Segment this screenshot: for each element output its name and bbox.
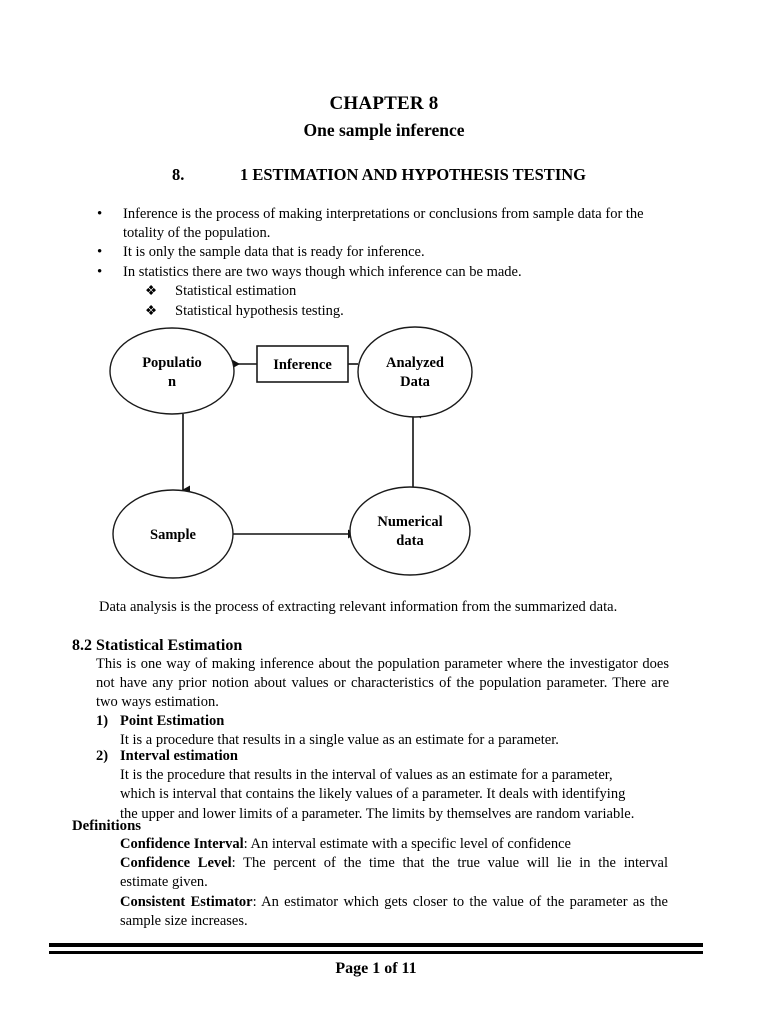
section-number: 8. [172,165,185,184]
ordered-item-number: 2) [96,748,109,764]
paragraph-line: There are two ways estimation. [96,675,670,711]
definition-text-continued: sample size increases. [120,912,248,929]
ordered-item-label: 2) Interval estimation [96,747,669,766]
paragraph-line: It is the procedure that results in the … [120,767,613,784]
node-numerical-data [349,486,471,576]
definition-consistent-estimator: Consistent Estimator: An estimator which… [120,893,668,931]
section-title: 1 ESTIMATION AND HYPOTHESIS TESTING [240,165,586,184]
section-heading: 8. 1 ESTIMATION AND HYPOTHESIS TESTING [172,164,732,186]
definition-confidence-level: Confidence Level: The percent of the tim… [120,854,668,892]
definition-term: Confidence Level [120,855,232,872]
definition-term: Confidence Interval [120,836,244,852]
definition-term: Consistent Estimator [120,893,253,910]
ordered-item-body: It is the procedure that results in the … [96,766,669,824]
node-sample [112,489,234,579]
list-item-text: Inference is the process of making inter… [123,206,644,241]
definition-separator: : [252,893,262,910]
intro-bullet-list: • Inference is the process of making int… [95,205,675,321]
list-item: • It is only the sample data that is rea… [95,243,675,262]
bullet-dot-icon: • [97,263,103,280]
node-population-label-line1: Populatio [142,355,202,371]
sub-list-item: ❖ Statistical estimation [137,282,675,302]
list-item: • Inference is the process of making int… [95,205,675,242]
paragraph-line: This is one way of making inference abou… [96,656,638,672]
definition-separator: : [243,836,251,852]
definitions-heading: Definitions [72,818,142,834]
node-analyzed-data [357,326,473,418]
node-analyzed-data-label-line2: Data [400,374,431,390]
sub-list-item-text: Statistical hypothesis testing. [175,302,344,319]
ordered-item-label: 1) Point Estimation [96,712,669,731]
ordered-item-title: Point Estimation [120,713,225,729]
list-item: • In statistics there are two ways thoug… [95,263,675,282]
node-analyzed-data-label-line1: Analyzed [386,355,444,371]
ordered-item-point-estimation: 1) Point Estimation It is a procedure tha… [96,712,669,750]
paragraph-line: does not have any prior notion about val… [96,656,670,692]
ordered-item-number: 1) [96,713,109,729]
footer-rule-top [49,943,703,947]
subsection-heading: 8.2 Statistical Estimation [72,637,243,654]
paragraph-line: which is interval that contains the like… [120,786,626,803]
definition-text: An interval estimate with a specific lev… [250,836,571,852]
floral-diamond-icon: ❖ [145,283,158,299]
footer-rule-bottom [49,951,703,954]
footer-page-number: Page 1 of 11 [335,960,417,977]
ordered-item-body: It is a procedure that results in a sing… [120,732,559,749]
list-item-text: In statistics there are two ways though … [123,263,522,280]
chapter-title: CHAPTER 8 [329,93,439,114]
node-numerical-data-label-line2: data [396,533,424,549]
floral-diamond-icon: ❖ [145,302,158,318]
chapter-subtitle: One sample inference [303,120,465,140]
inference-cycle-diagram: Populatio n Inference Analyzed Data Samp… [100,322,500,590]
bullet-dot-icon: • [97,244,103,261]
node-population [109,327,235,415]
list-item-text: It is only the sample data that is ready… [123,244,425,261]
bullet-dot-icon: • [97,206,103,222]
ordered-item-title: Interval estimation [120,748,238,764]
paragraph-line: the upper and lower limits of a paramete… [120,805,635,822]
ordered-item-interval-estimation: 2) Interval estimation It is the procedur… [96,747,669,824]
estimation-intro-paragraph: This is one way of making inference abou… [96,655,669,713]
definition-text: An estimator which gets closer to the va… [261,893,668,910]
definitions-list: Confidence Interval: An interval estimat… [120,835,668,931]
node-inference-label: Inference [273,357,332,373]
definition-text: The percent of the time that the true va… [243,855,668,872]
definition-separator: : [231,855,244,872]
node-population-label-line2: n [168,374,176,390]
definition-text-continued: estimate given. [120,874,208,891]
node-inference-box [256,345,349,383]
sub-list-item: ❖ Statistical hypothesis testing. [137,302,675,322]
node-numerical-data-label-line1: Numerical [377,514,442,530]
node-sample-label: Sample [150,527,196,543]
sub-list-item-text: Statistical estimation [175,283,297,300]
diagram-caption: Data analysis is the process of extracti… [99,599,618,615]
definition-confidence-interval: Confidence Interval: An interval estimat… [120,835,668,854]
